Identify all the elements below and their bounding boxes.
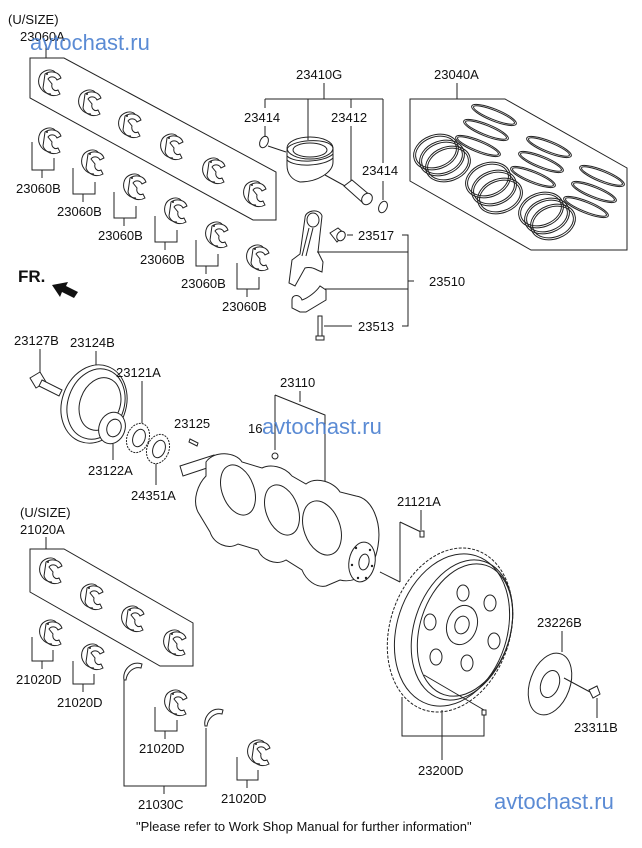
thrust-washer xyxy=(123,662,143,681)
bearing-shell xyxy=(121,605,145,633)
bearing-shell-single: 21020D xyxy=(57,643,105,710)
watermark: avtochast.ru xyxy=(262,414,382,439)
plug-label-partial[interactable]: 16 xyxy=(248,421,262,436)
crankshaft-plug xyxy=(271,452,279,460)
lower-bearing-singles: 21020D 21020D 21020D 21020D 21030C xyxy=(16,619,271,812)
part-label-23412[interactable]: 23412 xyxy=(331,110,367,125)
upper-bearing-singles: 23060B 23060B 23060B 23060B 23060B 23060… xyxy=(16,127,270,314)
thrust-washer xyxy=(204,708,224,727)
pulley-bolt xyxy=(29,371,63,397)
part-label-23060B[interactable]: 23060B xyxy=(140,252,185,267)
part-label-23060B[interactable]: 23060B xyxy=(16,181,61,196)
bearing-shell-single: 23060B xyxy=(16,127,62,196)
bearing-shell xyxy=(78,89,102,117)
snap-ring xyxy=(259,135,269,149)
part-label-23060B[interactable]: 23060B xyxy=(181,276,226,291)
upper-bearing-set-label[interactable]: 23060A xyxy=(20,29,65,44)
part-label-24351A[interactable]: 24351A xyxy=(131,488,176,503)
flywheel-group: 21121A 23200D 23226B xyxy=(379,494,618,778)
part-label-21020D[interactable]: 21020D xyxy=(139,741,185,756)
part-label-23414[interactable]: 23414 xyxy=(244,110,280,125)
front-direction-arrow-icon xyxy=(52,282,78,298)
upper-bearing-set: (U/SIZE) 23060A xyxy=(8,12,277,221)
part-label-21020D[interactable]: 21020D xyxy=(221,791,267,806)
connecting-rod-bolt xyxy=(315,315,325,341)
dowel-pin xyxy=(419,530,425,538)
thrust-washer-group: 21030C xyxy=(123,662,224,812)
part-label-23517[interactable]: 23517 xyxy=(358,228,394,243)
drive-plate xyxy=(386,547,514,713)
upper-bearing-usize-label: (U/SIZE) xyxy=(8,12,59,27)
piston-ring-set: 23040A xyxy=(408,67,628,251)
part-label-23121A[interactable]: 23121A xyxy=(116,365,161,380)
bearing-shell-single: 23060B xyxy=(222,244,270,314)
connecting-rod xyxy=(288,210,324,287)
damper-pulley xyxy=(60,364,128,445)
part-label-23311B[interactable]: 23311B xyxy=(574,720,618,735)
flywheel-bolt xyxy=(588,685,601,699)
bearing-shell-single: 21020D xyxy=(139,689,188,756)
piston-pin xyxy=(343,179,373,206)
part-label-23124B[interactable]: 23124B xyxy=(70,335,115,350)
lower-bearing-usize-label: (U/SIZE) xyxy=(20,505,71,520)
lower-bearing-set: (U/SIZE) 21020A xyxy=(20,505,194,667)
footer-note: "Please refer to Work Shop Manual for fu… xyxy=(136,819,472,834)
watermark: avtochast.ru xyxy=(30,30,150,55)
part-label-23060B[interactable]: 23060B xyxy=(222,299,267,314)
part-label-21121A[interactable]: 21121A xyxy=(397,494,441,509)
bearing-shell xyxy=(163,629,187,657)
lower-bearing-set-label[interactable]: 21020A xyxy=(20,522,65,537)
piston-assy-label[interactable]: 23410G xyxy=(296,67,342,82)
crankshaft xyxy=(179,453,380,587)
bearing-shell xyxy=(39,557,63,585)
piston xyxy=(286,136,334,183)
part-label-23200D[interactable]: 23200D xyxy=(418,763,464,778)
crank-key xyxy=(188,438,199,447)
crankshaft-label[interactable]: 23110 xyxy=(280,375,315,390)
part-label-23125[interactable]: 23125 xyxy=(174,416,210,431)
bearing-shell xyxy=(202,157,226,185)
front-direction-indicator: FR. xyxy=(18,267,78,298)
part-label-23122A[interactable]: 23122A xyxy=(88,463,133,478)
part-label-23127B[interactable]: 23127B xyxy=(14,333,59,348)
bearing-shell xyxy=(160,133,184,161)
bearing-shell xyxy=(243,180,267,208)
piston-assembly: 23410G 23414 23412 23414 xyxy=(244,67,398,214)
drive-plate-bolt xyxy=(481,709,487,716)
snap-ring xyxy=(378,200,388,214)
bearing-shell-single: 23060B xyxy=(57,149,105,219)
part-label-21020D[interactable]: 21020D xyxy=(57,695,103,710)
front-pulley-group: 23127B 23124B 23121A 23122A 24351A 23125 xyxy=(14,333,210,503)
bearing-shell-single: 23060B xyxy=(181,221,229,291)
bearing-shell xyxy=(80,583,104,611)
part-label-21020D[interactable]: 21020D xyxy=(16,672,62,687)
bearing-shell xyxy=(38,69,62,97)
part-label-23060B[interactable]: 23060B xyxy=(57,204,102,219)
connecting-rod-assembly: 23517 23510 23513 xyxy=(288,210,465,341)
timing-wheel xyxy=(145,433,171,465)
bearing-shell-single: 21020D xyxy=(221,739,271,806)
bearing-shell-single: 23060B xyxy=(140,197,188,267)
piston-ring-set-label[interactable]: 23040A xyxy=(434,67,479,82)
part-label-23414[interactable]: 23414 xyxy=(362,163,398,178)
crank-sprocket xyxy=(125,422,151,454)
connecting-rod-bushing xyxy=(329,227,346,243)
part-label-23226B[interactable]: 23226B xyxy=(537,615,582,630)
bearing-shell-single: 21020D xyxy=(16,619,63,687)
part-label-23060B[interactable]: 23060B xyxy=(98,228,143,243)
connecting-rod-assy-label[interactable]: 23510 xyxy=(429,274,465,289)
part-label-23513[interactable]: 23513 xyxy=(358,319,394,334)
adapter-plate xyxy=(527,652,573,716)
part-label-21030C[interactable]: 21030C xyxy=(138,797,184,812)
connecting-rod-cap xyxy=(291,285,327,313)
bearing-shell-single: 23060B xyxy=(98,173,147,243)
front-label: FR. xyxy=(18,267,45,286)
bearing-shell xyxy=(118,111,142,139)
watermark: avtochast.ru xyxy=(494,789,614,814)
crankshaft-group: 23110 16 xyxy=(179,375,380,587)
